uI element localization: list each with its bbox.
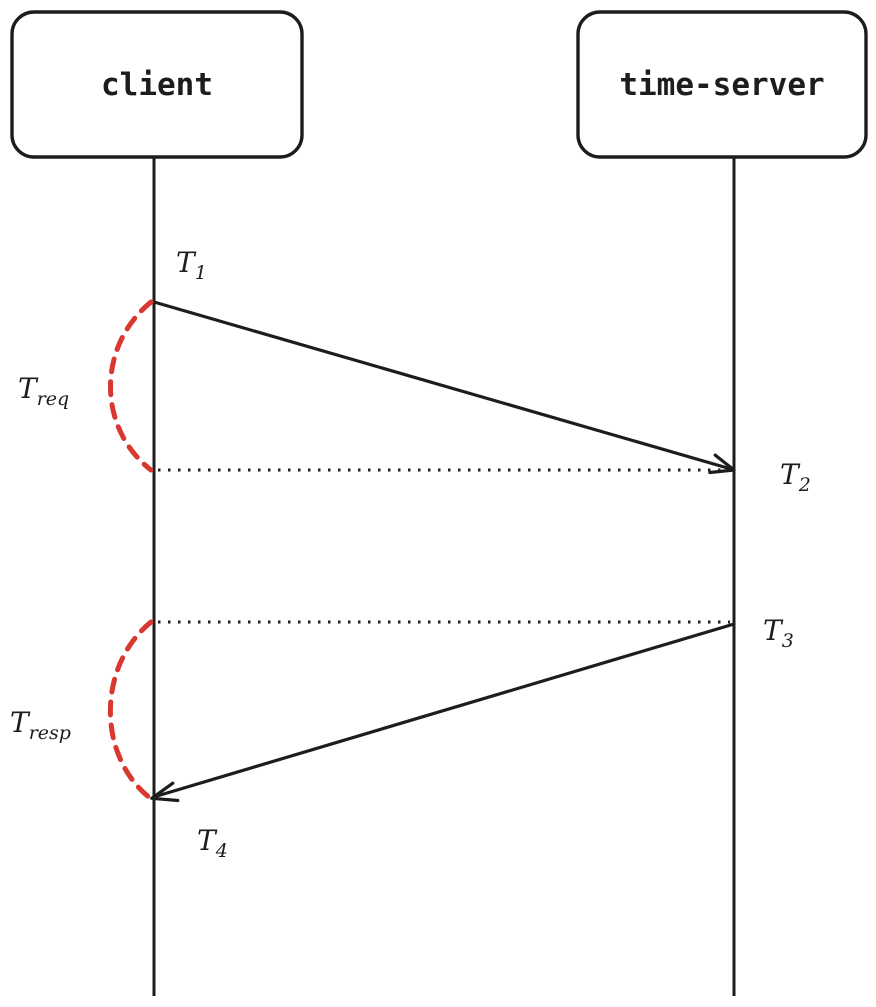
response-arrowhead-icon	[150, 781, 180, 803]
t4-label: T4	[197, 824, 228, 862]
treq-duration-arc	[108, 299, 154, 473]
request-arrowhead-icon	[708, 453, 736, 475]
t1-label: T1	[176, 246, 207, 284]
server-actor-label: time-server	[619, 67, 824, 103]
tresp-duration-arc	[107, 619, 154, 801]
server-actor-box	[576, 10, 868, 159]
treq-label: Treq	[18, 372, 69, 410]
client-actor-box	[10, 10, 304, 159]
t2-label: T2	[780, 458, 811, 496]
tresp-label: Tresp	[10, 706, 71, 744]
t3-label: T3	[763, 614, 794, 652]
client-actor-label: client	[101, 67, 213, 103]
request-arrow	[152, 300, 733, 471]
response-arrow	[155, 622, 736, 798]
